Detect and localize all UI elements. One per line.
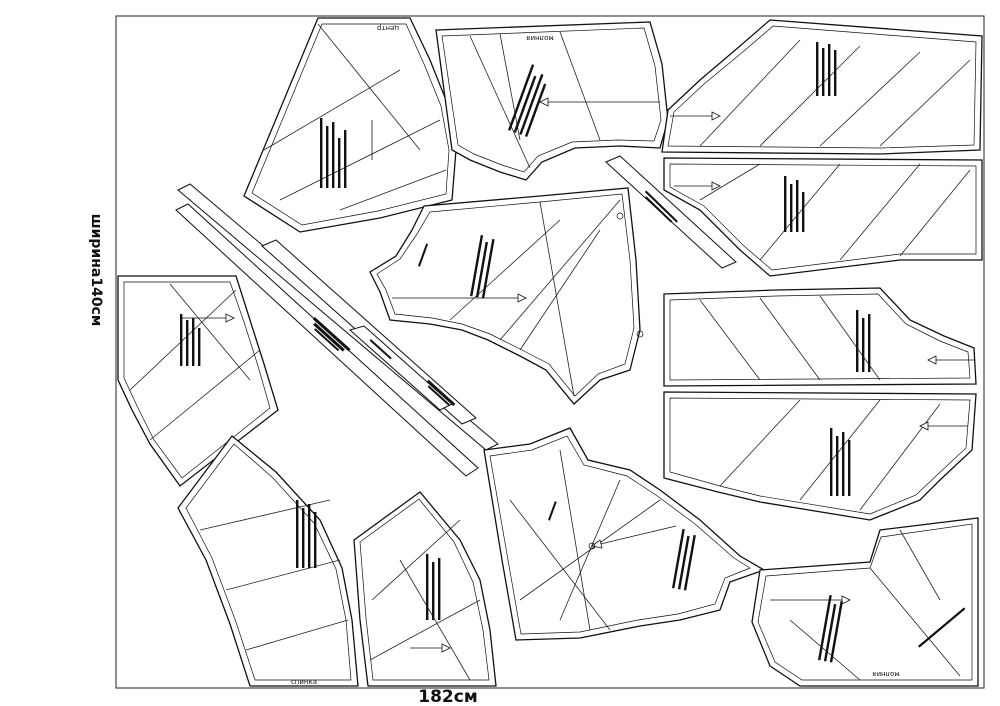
fabric-width-label: ширина140см — [88, 214, 104, 327]
pattern-piece-l: молния — [751, 517, 979, 687]
pattern-belt-strips — [175, 183, 499, 477]
pattern-piece-j — [353, 491, 497, 687]
pattern-strip-diagonal-right — [605, 155, 737, 269]
pattern-piece-g — [663, 391, 977, 521]
pattern-piece-e — [369, 187, 644, 405]
pattern-piece-k — [483, 427, 766, 641]
piece-a-center-label: центр — [376, 24, 399, 32]
fabric-length-label: 182см — [418, 687, 477, 706]
pattern-piece-a: центр — [243, 17, 457, 233]
pattern-piece-d — [663, 157, 983, 277]
pattern-piece-b: молния — [435, 21, 669, 181]
fabric-boundary — [115, 15, 985, 689]
pattern-piece-c — [661, 19, 983, 155]
piece-l-zipper-label: молния — [872, 670, 899, 678]
piece-b-zipper-label: молния — [526, 34, 553, 42]
pattern-piece-f — [663, 287, 977, 387]
pattern-piece-i: спинка — [177, 435, 359, 687]
piece-i-back-label: спинка — [291, 678, 317, 686]
